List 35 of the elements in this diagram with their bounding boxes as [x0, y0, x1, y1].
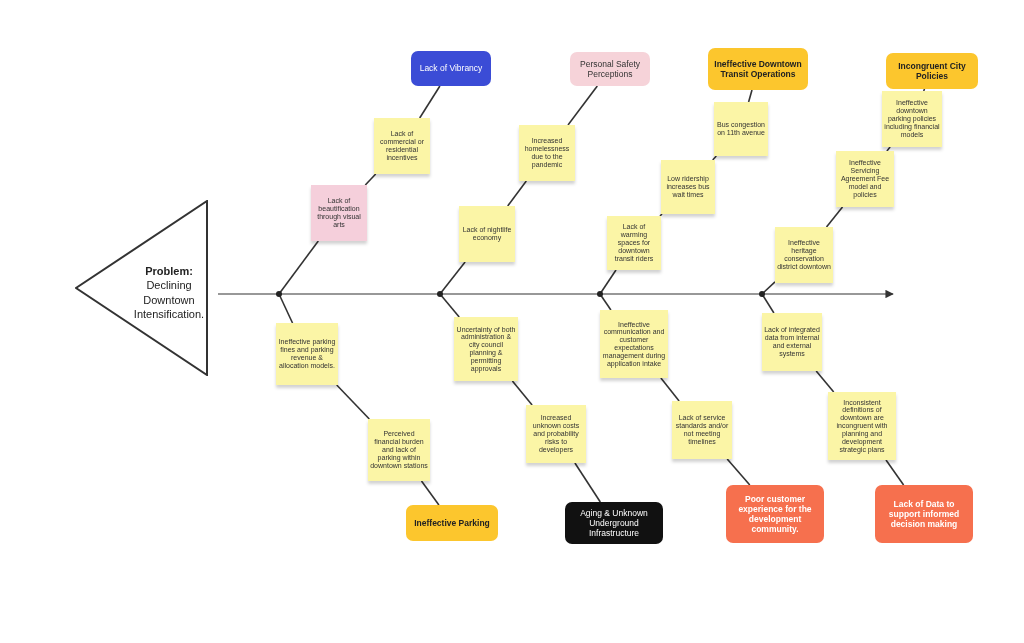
bone-line — [506, 180, 528, 207]
bone-line — [599, 293, 612, 311]
bone-line — [418, 85, 441, 119]
bone-line — [278, 240, 320, 295]
bone-line — [660, 377, 680, 402]
category-box: Incongruent City Policies — [886, 53, 978, 89]
bone-line — [420, 480, 440, 506]
category-box: Lack of Vibrancy — [411, 51, 491, 86]
bone-line — [335, 384, 371, 420]
category-box: Ineffective Downtown Transit Operations — [708, 48, 808, 90]
bone-line — [364, 173, 377, 186]
bone-line — [825, 206, 844, 228]
category-box: Poor customer experience for the development community. — [726, 485, 824, 543]
category-box: Ineffective Parking — [406, 505, 498, 541]
bone-line — [574, 462, 602, 503]
category-box: Personal Safety Perceptions — [570, 52, 650, 86]
bone-line — [922, 88, 926, 92]
category-box: Lack of Data to support informed decision making — [875, 485, 973, 543]
bone-line — [815, 370, 835, 393]
bone-line — [511, 380, 533, 406]
bone-line — [567, 85, 599, 126]
problem-statement: Declining Downtown Intensification. — [132, 278, 206, 322]
bone-line — [439, 293, 460, 318]
category-box: Aging & Unknown Underground Infrastructure — [565, 502, 663, 544]
bone-line — [885, 459, 905, 486]
bone-line — [726, 458, 751, 486]
bone-line — [439, 261, 466, 295]
problem-head — [75, 200, 208, 376]
bone-line — [761, 293, 775, 314]
problem-heading: Problem: — [144, 264, 194, 279]
bone-line — [747, 89, 753, 103]
bone-line — [886, 146, 891, 152]
bone-line — [599, 269, 617, 295]
spine-arrow — [217, 289, 894, 299]
bone-line — [659, 213, 663, 217]
